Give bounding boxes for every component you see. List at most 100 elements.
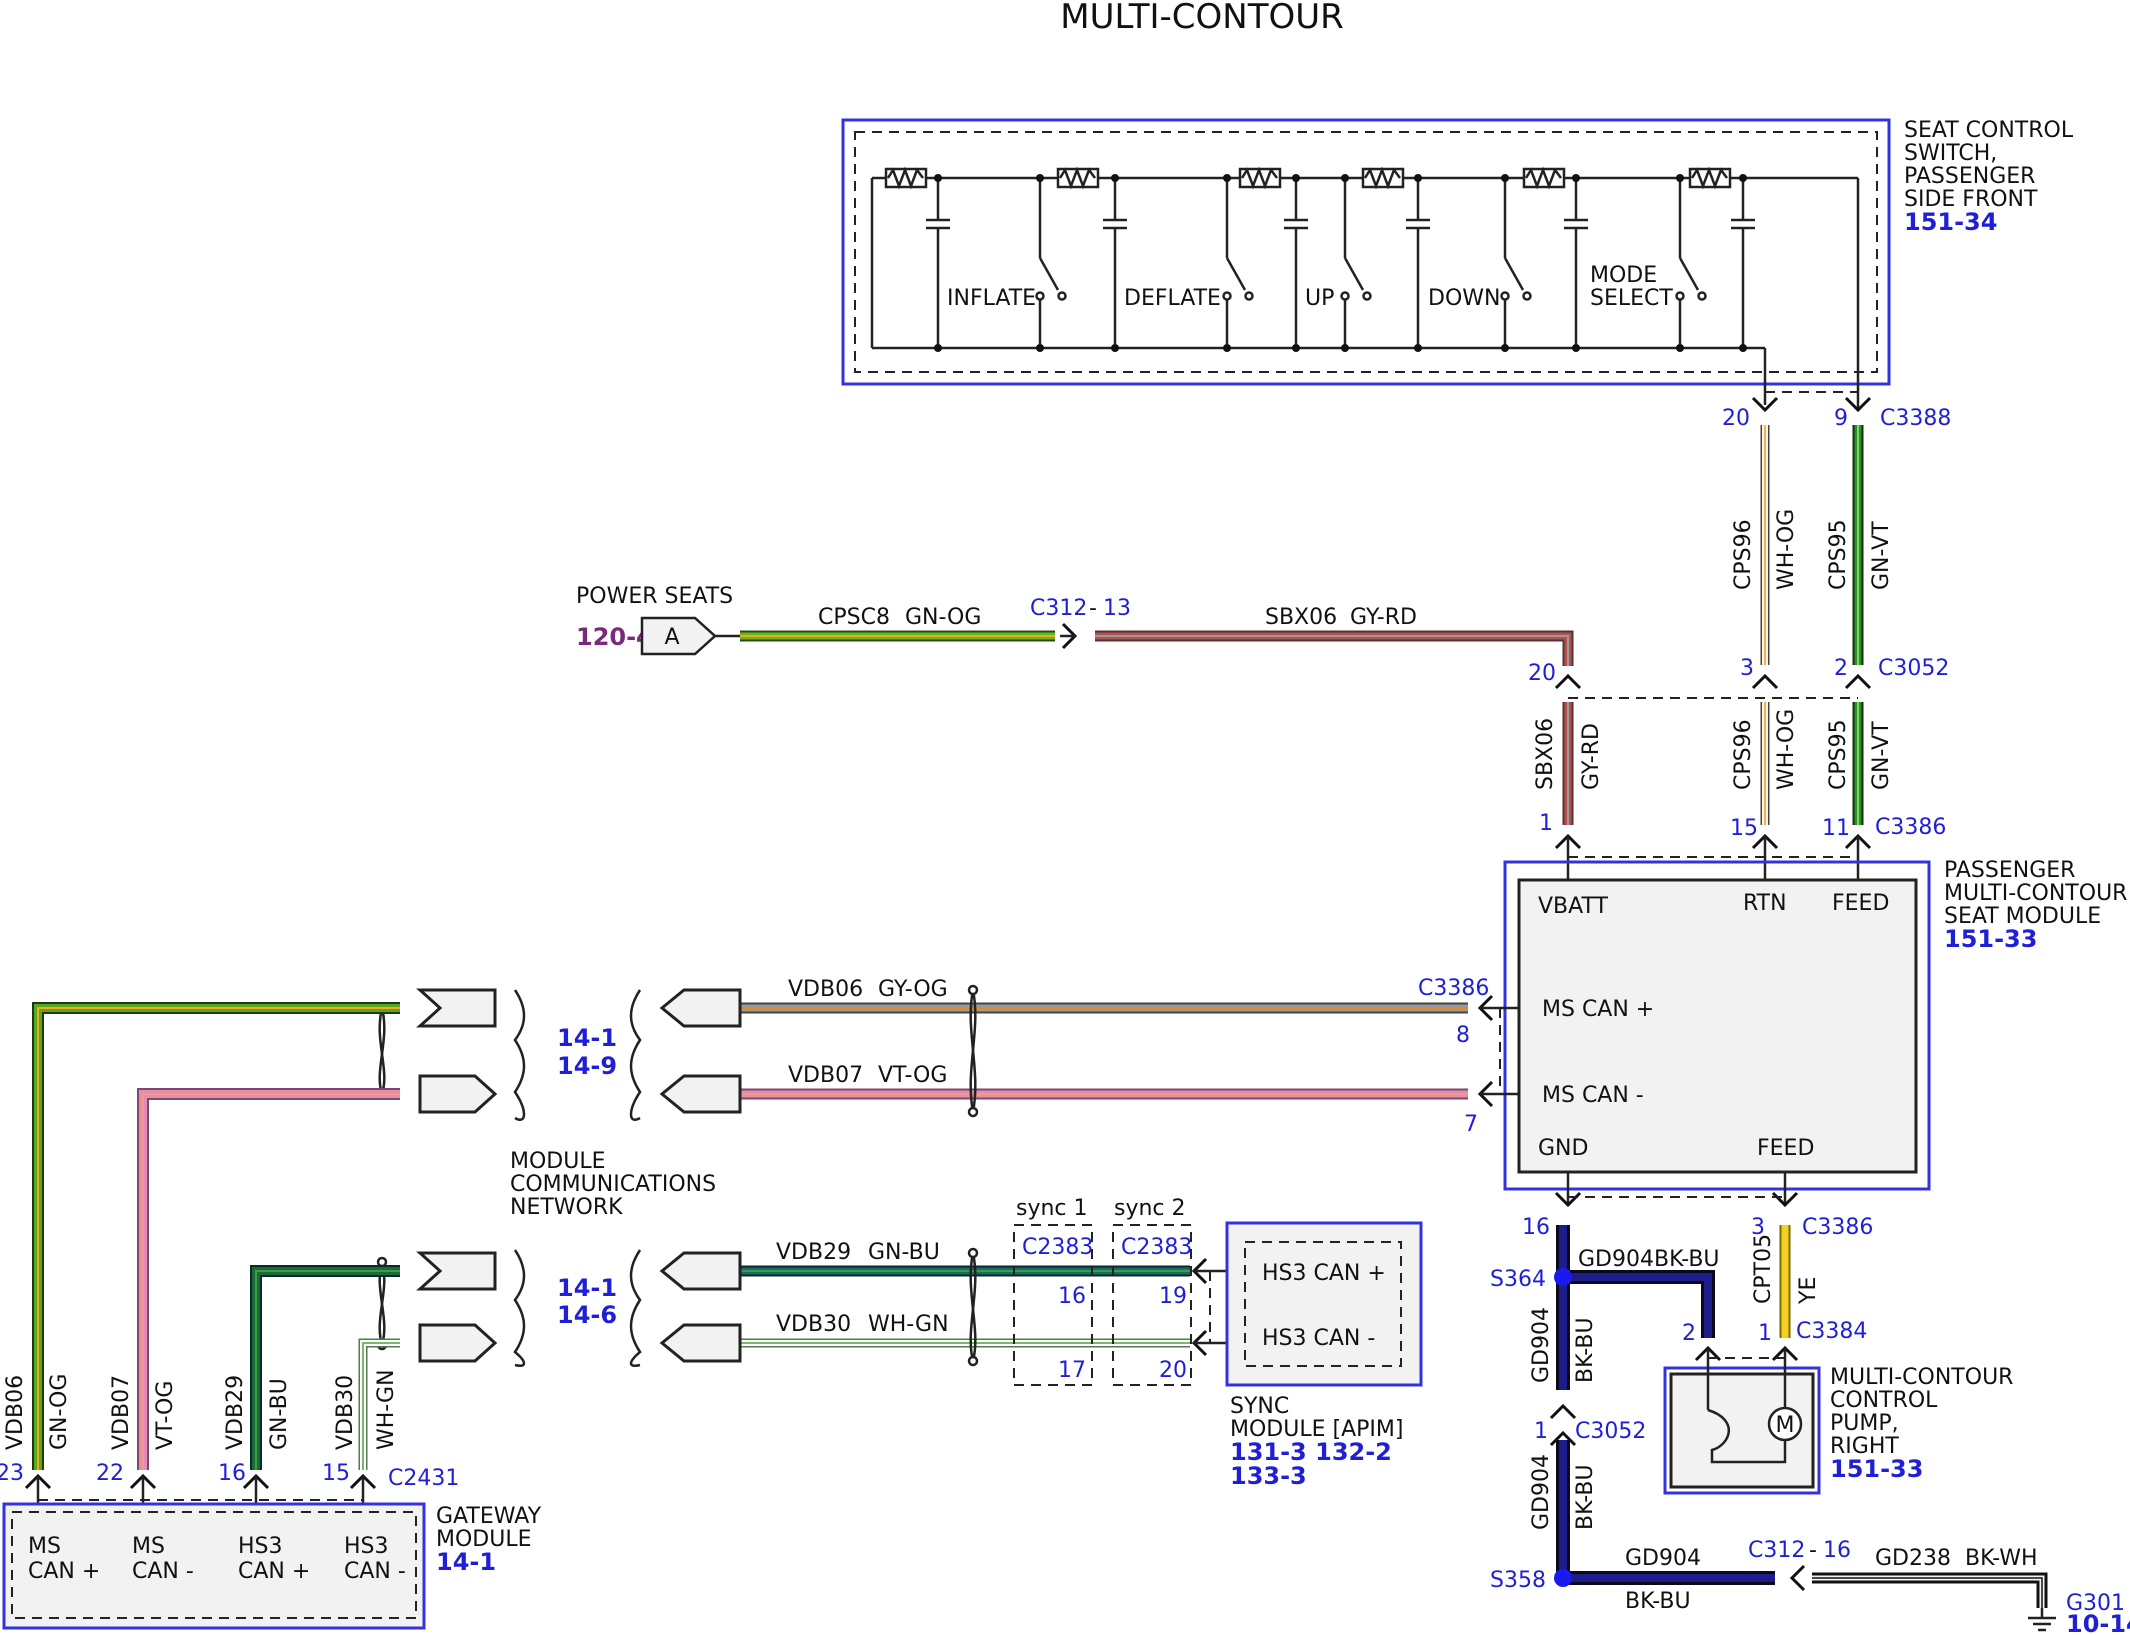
network-ref[interactable]: 14-6 [557,1301,617,1329]
connector-c3384[interactable]: C3384 [1796,1319,1867,1344]
seat-module-name-2: MULTI-CONTOUR [1944,881,2127,906]
seat-module-ref[interactable]: 151-33 [1944,925,2037,953]
power-seats-ref[interactable]: 120-4 [576,623,653,651]
gateway-pin-label: HS3 [344,1534,389,1559]
gateway-pin-label: MS [28,1534,61,1559]
connector-c3386-can[interactable]: C3386 [1418,976,1489,1001]
pin-number: 7 [1464,1112,1478,1137]
wire-label: GY-OG [878,977,948,1002]
wire-sbx06-horizontal [1095,630,1574,666]
gateway-pin-label: CAN - [132,1559,194,1584]
wire-gd904 [1556,1225,1775,1585]
wire-label: VDB29 [223,1375,248,1450]
wire-label: BK-BU [1625,1589,1691,1614]
gateway-pin-label: MS [132,1534,165,1559]
motor-icon [1767,1406,1803,1442]
twisted-pair-icon [967,984,979,1118]
network-ref[interactable]: 14-1 [557,1024,617,1052]
gateway-ref[interactable]: 14-1 [436,1548,496,1576]
connector-c3052-ground[interactable]: C3052 [1575,1419,1646,1444]
sync1-label: sync 1 [1016,1196,1088,1221]
gateway-pin-label: CAN + [238,1559,310,1584]
sync-module: HS3 CAN + HS3 CAN - [1225,1221,1423,1387]
connector-flag [418,1323,498,1363]
pin-label-feed-bottom: FEED [1757,1136,1814,1161]
wire-label: GN-BU [868,1240,940,1265]
pin-number: 3 [1740,656,1754,681]
ground-label[interactable]: G301 [2066,1591,2125,1616]
wire-label: GD238 [1875,1546,1951,1571]
power-seats-connector [640,616,717,656]
wire-label: CPS95 [1826,519,1851,590]
pin-number: 20 [1722,406,1750,431]
pump-ref[interactable]: 151-33 [1830,1455,1923,1483]
sync-module-refs[interactable]: 133-3 [1230,1462,1307,1490]
wire-label: GN-OG [905,605,981,630]
connector-c312-16[interactable]: C312 [1748,1538,1805,1563]
splice-s358 [1554,1569,1572,1587]
pin-number: 23 [0,1461,24,1486]
seat-switch-ref[interactable]: 151-34 [1904,208,1997,236]
pin-number: 9 [1834,406,1848,431]
break-marks [513,989,642,1367]
connector-c2383[interactable]: C2383 [1022,1235,1093,1260]
connector-c2383[interactable]: C2383 [1121,1235,1192,1260]
connector-flag [659,1074,742,1114]
connector-c2431[interactable]: C2431 [388,1466,459,1491]
pin-number: 20 [1159,1358,1187,1383]
wire-label: CPSC8 [818,605,890,630]
wire-label: GY-RD [1579,723,1604,790]
switch-label-inflate: INFLATE [947,286,1036,311]
connector-flag [416,1251,497,1291]
connector-flag [418,1074,498,1114]
connector-c3388[interactable]: C3388 [1880,406,1951,431]
wire-label: GN-BU [267,1378,292,1450]
pin-number: 16 [1823,1538,1851,1563]
wire-gd238 [1812,1572,2048,1608]
connector-dash: - [1089,596,1097,621]
network-ref[interactable]: 14-1 [557,1274,617,1302]
wire-label: SBX06 [1265,605,1337,630]
pin-label-ms-can-minus: MS CAN - [1542,1083,1644,1108]
sync-module-name-2: MODULE [APIM] [1230,1417,1403,1442]
switch-label-mode: MODE [1590,263,1657,288]
resistor-icon [884,166,1732,190]
pin-label-vbatt: VBATT [1538,894,1609,919]
switch-contact-icon [1035,178,1707,348]
splice-label[interactable]: S364 [1490,1267,1546,1292]
switch-label-deflate: DEFLATE [1124,286,1221,311]
sync2-label: sync 2 [1114,1196,1186,1221]
pin-number: 19 [1159,1284,1187,1309]
pin-label-hs3-can-minus: HS3 CAN - [1262,1326,1375,1351]
motor-letter: M [1776,1413,1795,1438]
pin-label-hs3-can-plus: HS3 CAN + [1262,1261,1386,1286]
gateway-pin-label: CAN + [28,1559,100,1584]
pin-number: 8 [1456,1023,1470,1048]
wire-label: GD904 [1529,1307,1554,1383]
network-ref[interactable]: 14-9 [557,1052,617,1080]
pin-label-rtn: RTN [1743,891,1787,916]
pin-number: 13 [1103,596,1131,621]
wire-label: VDB29 [776,1240,851,1265]
pin-number: 2 [1834,656,1848,681]
wire-vdb29-vertical [250,1265,400,1470]
wire-label: GN-VT [1869,521,1894,590]
splice-label[interactable]: S358 [1490,1568,1546,1593]
pin-number: 1 [1539,811,1553,836]
seat-switch-name-2: SWITCH, [1904,141,1997,166]
sync-module-refs[interactable]: 131-3 132-2 [1230,1438,1392,1466]
twisted-pair-icon [376,1002,388,1100]
wire-label: GD904BK-BU [1578,1247,1720,1272]
junction-dots [934,174,1747,352]
connector-c312-13[interactable]: C312 [1030,596,1087,621]
connector-c3052-top[interactable]: C3052 [1878,656,1949,681]
pin-number: 20 [1528,661,1556,686]
network-name-3: NETWORK [510,1195,623,1220]
wire-label: WH-GN [374,1369,399,1450]
wire-vdb30-vertical [358,1338,400,1470]
wire-label: YE [1796,1277,1821,1305]
connector-c3386-pump[interactable]: C3386 [1802,1215,1873,1240]
ground-ref[interactable]: 10-14 [2066,1610,2130,1635]
connector-c3386-top[interactable]: C3386 [1875,815,1946,840]
seat-switch-name-4: SIDE FRONT [1904,187,2038,212]
